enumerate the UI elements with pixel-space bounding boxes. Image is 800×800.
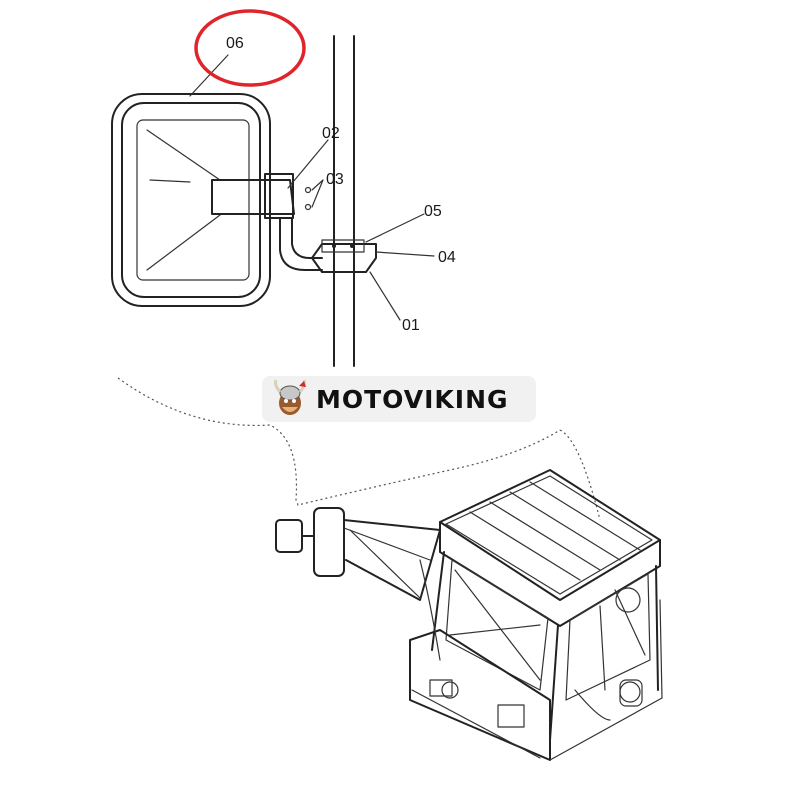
callout-05: 05 — [424, 203, 442, 220]
viking-mascot-icon — [274, 379, 306, 415]
brand-watermark: MOTOVIKING — [262, 376, 536, 422]
cab-pillar — [333, 35, 355, 367]
callout-02: 02 — [322, 125, 340, 142]
cab-illustration — [275, 469, 663, 761]
callout-06: 06 — [226, 35, 244, 52]
brand-name: MOTOVIKING — [316, 384, 509, 414]
callout-03: 03 — [326, 171, 344, 188]
mirror-housing — [111, 93, 271, 307]
callout-01: 01 — [402, 317, 420, 334]
highlight-circle — [194, 9, 306, 87]
callout-04: 04 — [438, 249, 456, 266]
context-outline — [117, 377, 601, 521]
mirror-arm — [211, 173, 377, 273]
leader-lines — [189, 54, 435, 321]
